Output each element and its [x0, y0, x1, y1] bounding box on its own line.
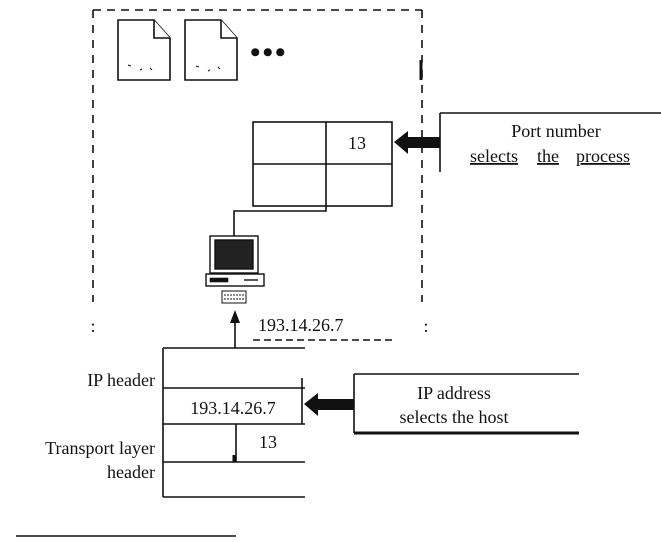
- document-icon: [117, 19, 171, 81]
- ip-label-line1: IP address: [417, 383, 491, 403]
- keyboard-icon: [221, 290, 247, 304]
- port-arrow: [394, 131, 440, 154]
- ip-link-address: 193.14.26.7: [258, 315, 344, 335]
- packet: [162, 347, 305, 498]
- process-table: [252, 121, 393, 207]
- transport-label-line2: header: [107, 462, 155, 482]
- port-label-selects: selects: [470, 146, 518, 166]
- ip-label-line2: selects the host: [400, 407, 509, 427]
- transport-port-value: 13: [259, 432, 277, 452]
- boundary-colon-right: :: [423, 316, 428, 336]
- computer-icon: [205, 235, 265, 287]
- port-label-box: [439, 112, 661, 172]
- port-label-the: the: [537, 146, 559, 166]
- ip-header-address: 193.14.26.7: [190, 398, 276, 418]
- table-connector-line: [233, 206, 327, 236]
- transport-label-line1: Transport layer: [45, 438, 155, 458]
- port-label-process: process: [576, 146, 630, 166]
- boundary-colon-left: :: [90, 316, 95, 336]
- ip-up-arrow-head: [230, 310, 240, 323]
- ip-address-arrow: [304, 393, 354, 416]
- ip-label-box: [353, 373, 579, 435]
- host-boundary: [92, 9, 423, 302]
- document-icon: [184, 19, 238, 81]
- port-label-line1: Port number: [511, 121, 601, 141]
- port-value-cell: 13: [348, 133, 366, 153]
- ip-header-label: IP header: [87, 370, 155, 390]
- ellipsis: •••: [250, 36, 288, 69]
